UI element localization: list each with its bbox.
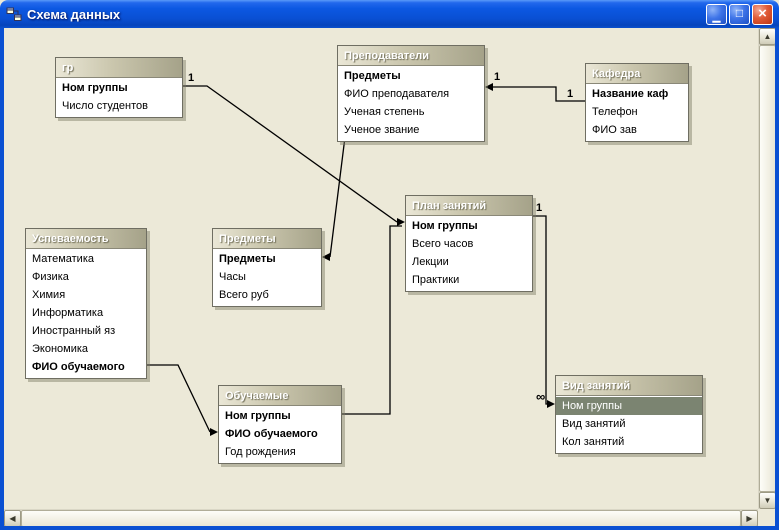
cardinality-many-label: ∞ <box>536 389 545 404</box>
field-row[interactable]: Экономика <box>32 343 89 355</box>
relation-line-plan-vid[interactable] <box>533 215 548 405</box>
field-row[interactable]: Ном группы <box>62 82 128 94</box>
window-title: Схема данных <box>27 6 121 22</box>
field-row[interactable]: Практики <box>412 274 460 286</box>
field-row[interactable]: Ном группы <box>225 410 291 422</box>
relation-line-gr-plan[interactable] <box>183 85 398 223</box>
scroll-down-button[interactable]: ▼ <box>759 492 776 509</box>
window-controls: ▁ □ × <box>706 3 773 25</box>
field-row[interactable]: Ученая степень <box>344 106 425 118</box>
table-title[interactable]: Предметы <box>213 229 321 249</box>
relationships-window-icon <box>6 6 22 22</box>
scroll-left-button[interactable]: ◀ <box>4 510 21 527</box>
minimize-button[interactable]: ▁ <box>706 3 727 25</box>
close-button[interactable]: × <box>752 3 773 25</box>
horizontal-scroll-thumb[interactable] <box>21 510 741 527</box>
field-row[interactable]: ФИО зав <box>592 124 637 136</box>
horizontal-scrollbar[interactable]: ◀ ▶ <box>4 509 758 527</box>
arrow-left-icon: ◀ <box>9 514 16 523</box>
field-row[interactable]: Вид занятий <box>562 418 626 430</box>
cardinality-one-label: 1 <box>188 72 194 84</box>
field-row[interactable]: Предметы <box>219 253 276 265</box>
field-row[interactable]: ФИО преподавателя <box>344 88 450 100</box>
window-border-bottom <box>0 526 779 530</box>
relation-line-uspevaemost-obuchaemye[interactable] <box>147 364 211 433</box>
scroll-up-button[interactable]: ▲ <box>759 28 776 45</box>
field-row[interactable]: ФИО обучаемого <box>32 361 125 373</box>
titlebar[interactable]: Схема данных ▁ □ × <box>0 0 779 28</box>
field-row[interactable]: Число студентов <box>62 100 148 112</box>
relation-arrow <box>397 218 405 226</box>
field-row[interactable]: Ученое звание <box>344 124 420 136</box>
arrow-down-icon: ▼ <box>763 496 772 505</box>
field-row[interactable]: Название каф <box>592 88 669 100</box>
field-row[interactable]: Часы <box>219 271 246 283</box>
cardinality-one-label: 1 <box>536 202 542 214</box>
scrollbar-corner <box>758 509 775 526</box>
maximize-icon: □ <box>735 6 744 20</box>
maximize-button[interactable]: □ <box>729 3 750 25</box>
window-border-left <box>0 28 4 530</box>
field-row[interactable]: Ном группы <box>412 220 478 232</box>
relation-line-kafedra-prepodavateli[interactable] <box>493 86 585 102</box>
field-row[interactable]: Химия <box>32 289 66 301</box>
close-icon: × <box>758 4 767 22</box>
field-row[interactable]: Телефон <box>592 106 638 118</box>
field-row[interactable]: Лекции <box>412 256 449 268</box>
field-row[interactable]: Иностранный яз <box>32 325 116 337</box>
field-row[interactable]: Год рождения <box>225 446 296 458</box>
scroll-right-button[interactable]: ▶ <box>741 510 758 527</box>
arrow-up-icon: ▲ <box>763 32 772 41</box>
relation-arrow <box>210 428 218 436</box>
relation-arrow <box>322 253 330 261</box>
cardinality-one-label: 1 <box>494 71 500 83</box>
minimize-icon: ▁ <box>712 11 721 23</box>
table-title[interactable]: Преподаватели <box>338 46 484 66</box>
vertical-scroll-thumb[interactable] <box>759 45 776 492</box>
table-title[interactable]: Кафедра <box>586 64 688 84</box>
relation-line-prepodavateli-predmety[interactable] <box>329 136 346 258</box>
field-row[interactable]: Физика <box>32 271 69 283</box>
table-title[interactable]: гр <box>56 58 182 78</box>
relation-arrow <box>485 83 493 91</box>
window-border-right <box>775 28 779 530</box>
cardinality-one-label: 1 <box>567 88 573 100</box>
table-title[interactable]: Вид занятий <box>556 376 702 396</box>
field-row[interactable]: Ном группы <box>556 397 702 415</box>
relation-arrow <box>547 400 555 408</box>
table-title[interactable]: Успеваемость <box>26 229 146 249</box>
field-row[interactable]: Всего часов <box>412 238 474 250</box>
table-title[interactable]: Обучаемые <box>219 386 341 406</box>
field-row[interactable]: Математика <box>32 253 94 265</box>
field-row[interactable]: ФИО обучаемого <box>225 428 318 440</box>
vertical-scrollbar[interactable]: ▲ ▼ <box>758 28 776 509</box>
relation-line-obuchaemye-plan[interactable] <box>342 225 402 415</box>
field-row[interactable]: Предметы <box>344 70 401 82</box>
arrow-right-icon: ▶ <box>746 514 753 523</box>
field-row[interactable]: Кол занятий <box>562 436 625 448</box>
table-title[interactable]: План занятий <box>406 196 532 216</box>
field-row[interactable]: Всего руб <box>219 289 269 301</box>
field-row[interactable]: Информатика <box>32 307 104 319</box>
